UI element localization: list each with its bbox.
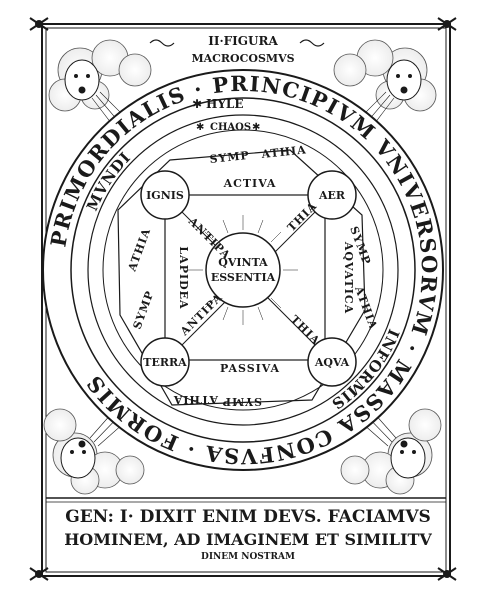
- wind-head-bottom-left: [60, 437, 96, 479]
- node-aer: [307, 170, 357, 220]
- edge-label-activa: ACTIVA: [223, 177, 277, 190]
- sympathia-bottom-b: ATHIA: [173, 393, 219, 406]
- figure-title: II·FIGURA: [208, 34, 278, 48]
- element-heptagon: [117, 149, 366, 406]
- hyle-star-icon: ✱: [192, 97, 202, 111]
- inner-ring-edge: [87, 114, 399, 426]
- label-aer: AER: [318, 189, 346, 202]
- wind-head-top-left: [64, 59, 100, 101]
- caption-line-2: HOMINEM, AD IMAGINEM ET SIMILITV: [64, 530, 432, 549]
- label-ignis: IGNIS: [146, 189, 184, 202]
- caption-line-1: GEN: I· DIXIT ENIM DEVS. FACIAMVS: [65, 507, 431, 527]
- chaos-star-icon: ✱: [196, 122, 204, 133]
- sympathia-bottom-a: SYMP: [222, 395, 262, 408]
- outer-frame: [41, 23, 451, 577]
- wind-head-bottom-right: [390, 437, 426, 479]
- corner-ornament-bl: [29, 567, 49, 581]
- outer-ring-inner-edge: [70, 97, 416, 443]
- label-aqua: AQVA: [314, 356, 350, 369]
- edge-label-lapidea: LAPIDEA: [177, 246, 190, 309]
- edge-label-passiva: PASSIVA: [220, 362, 280, 375]
- node-terra: [140, 337, 190, 387]
- element-square: [164, 194, 326, 361]
- node-ignis: [140, 170, 190, 220]
- wind-head-top-right: [386, 59, 422, 101]
- sympathia-top-b: ATHIA: [260, 143, 307, 161]
- label-terra: TERRA: [143, 356, 187, 369]
- core-circle-edge: [102, 129, 384, 411]
- title-flourish-right: [299, 39, 325, 47]
- sympathia-top-a: SYMP: [209, 149, 250, 166]
- figure-subtitle: MACROCOSMVS: [191, 52, 295, 65]
- title-flourish-left: [149, 39, 175, 47]
- chaos-star-icon-2: ✱: [252, 122, 260, 133]
- caption-line-3: DINEM NOSTRAM: [201, 552, 295, 562]
- corner-ornament-br: [437, 567, 457, 581]
- chaos-label: CHAOS: [210, 122, 251, 133]
- node-aqua: [307, 337, 357, 387]
- label-quinta: QVINTA: [218, 256, 268, 269]
- corner-ornament-tr: [437, 17, 457, 31]
- label-essentia: ESSENTIA: [211, 271, 276, 284]
- corner-ornament-tl: [29, 17, 49, 31]
- center-rays: [188, 215, 298, 325]
- edge-label-aquatica: AQVATICA: [342, 241, 355, 314]
- node-quinta-essentia: [205, 232, 281, 308]
- hyle-label: HYLE: [206, 97, 244, 111]
